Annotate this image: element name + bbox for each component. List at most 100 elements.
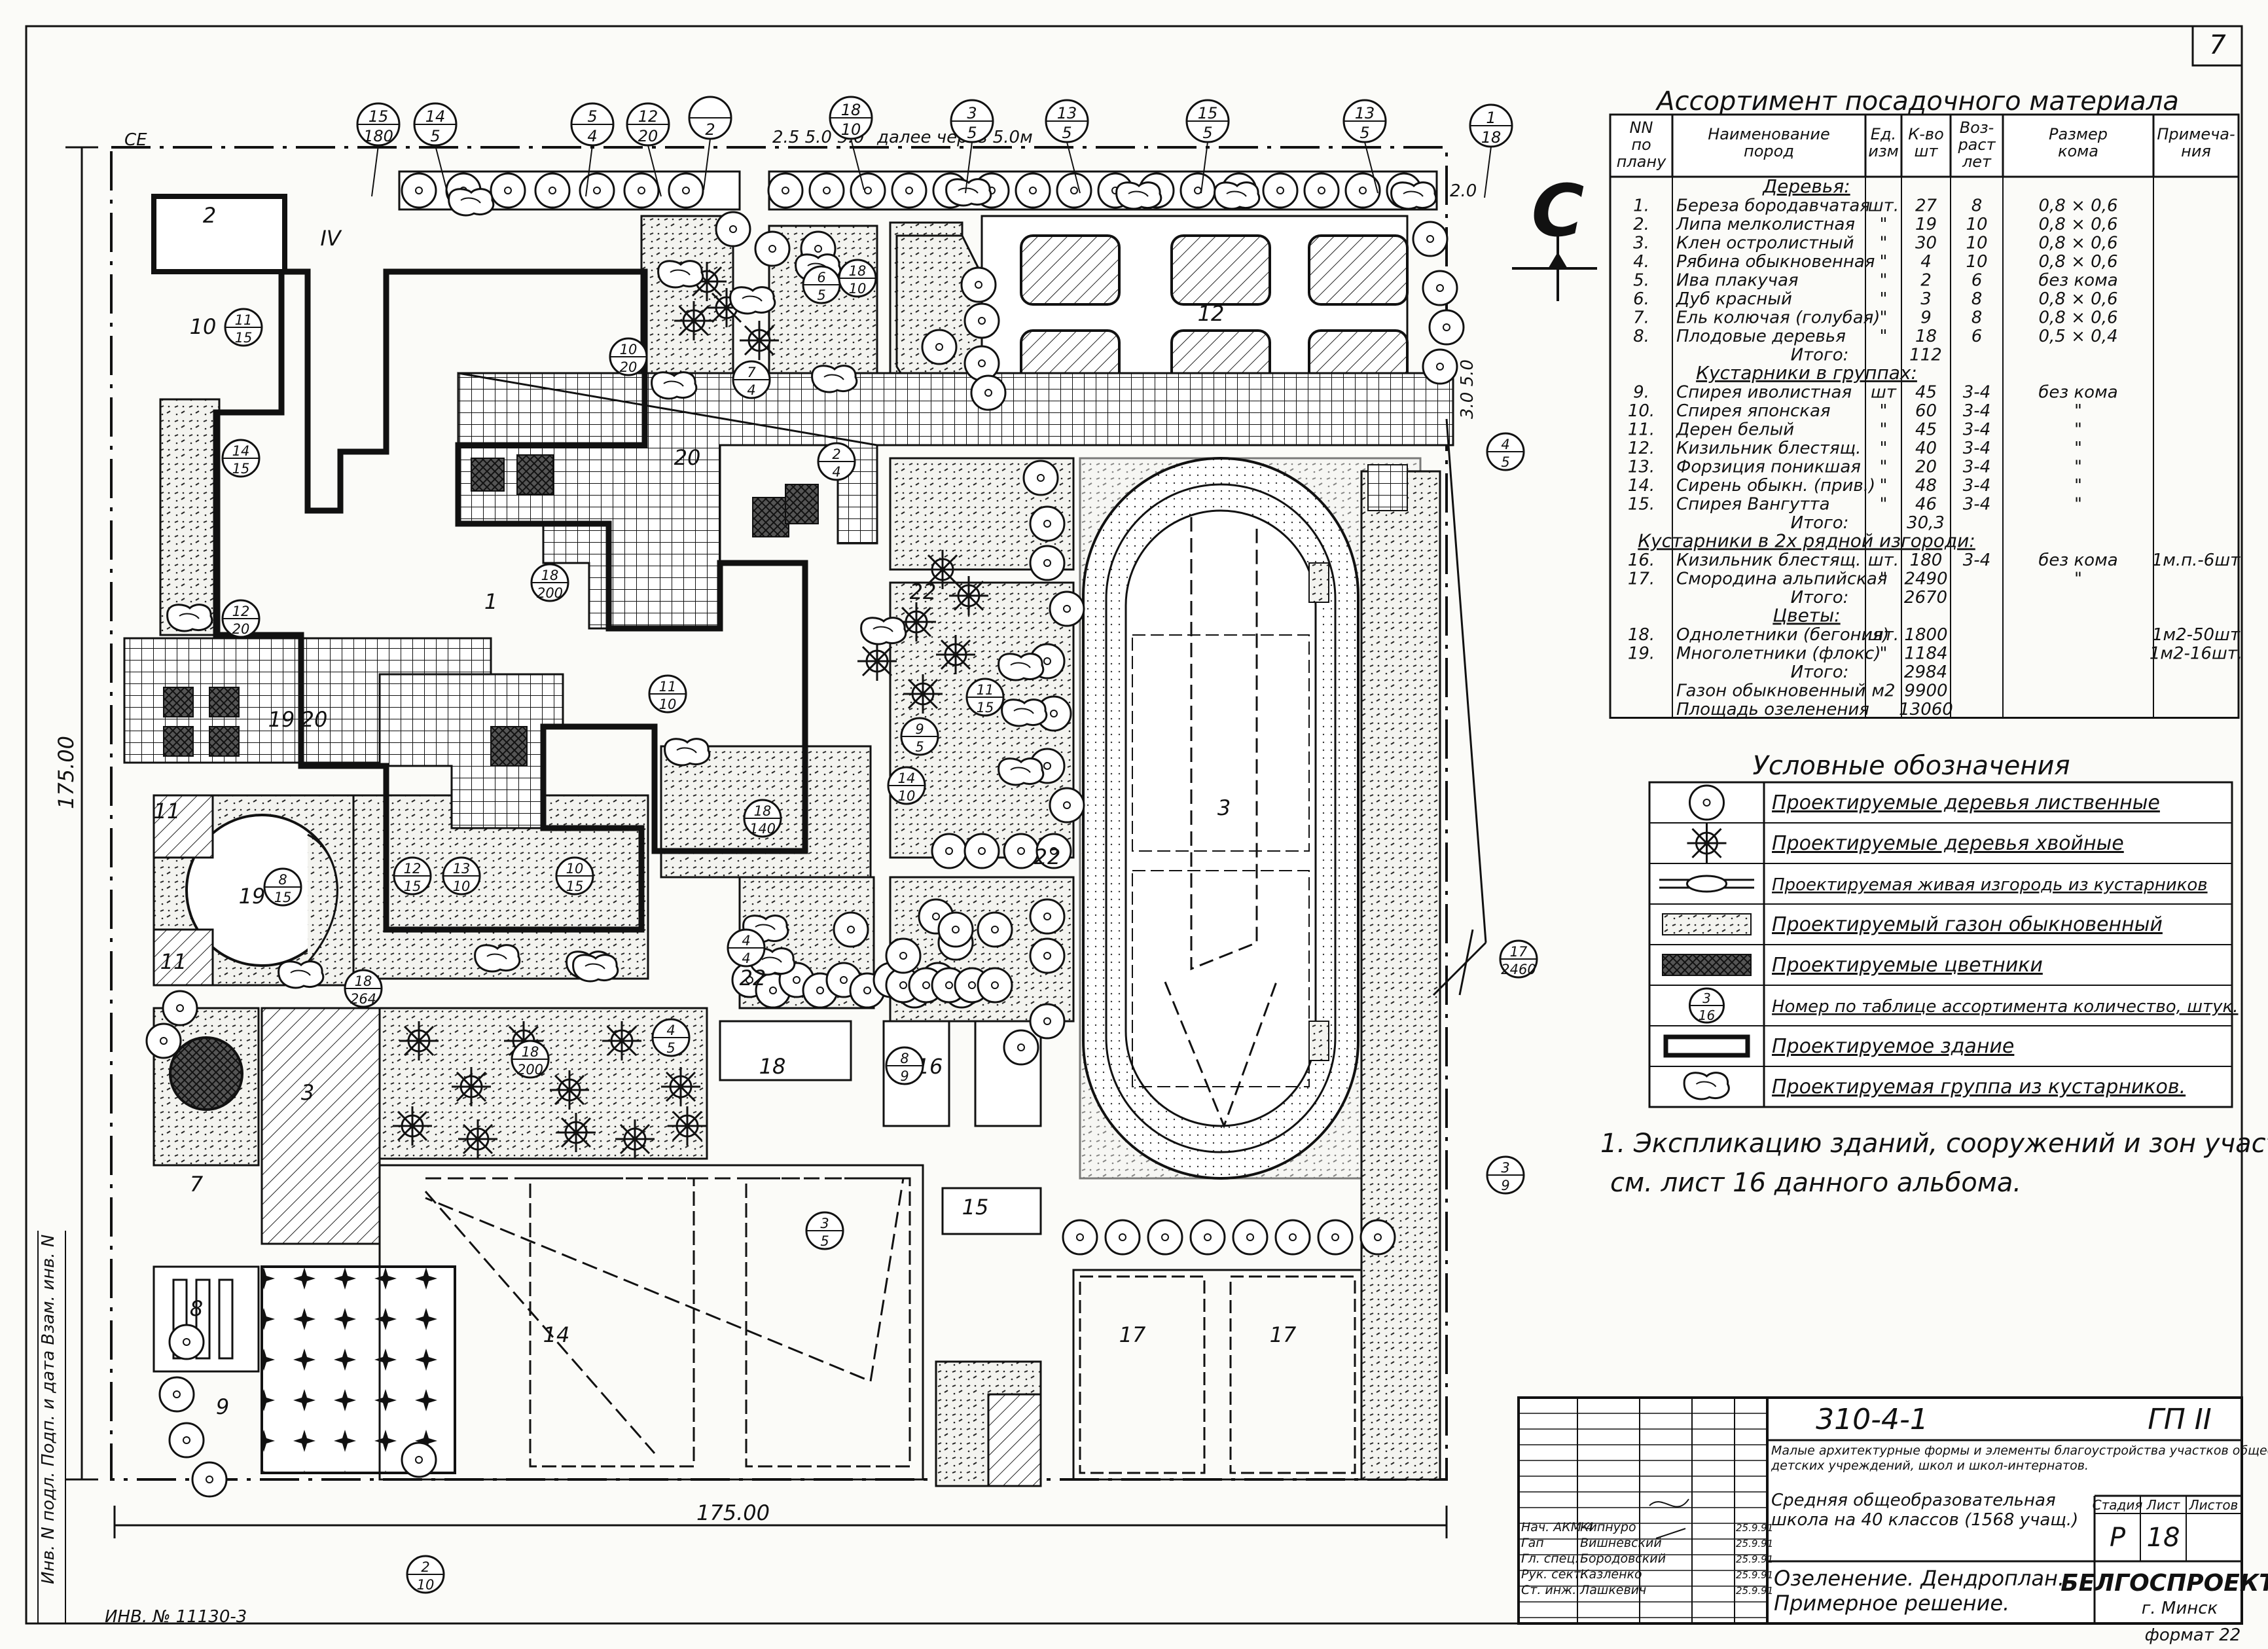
- table-cell: шт.: [1868, 625, 1899, 645]
- deciduous-tree: [931, 833, 967, 869]
- paved-walkways: [123, 372, 1454, 829]
- deciduous-tree: [963, 345, 1000, 382]
- top-callout: 155: [1185, 99, 1230, 143]
- hedge-shrub: [1015, 172, 1051, 209]
- description-line: детских учреждений, школ и школ-интернат…: [1771, 1459, 2089, 1473]
- drawing-title-line: Озеленение. Дендроплан.: [1774, 1566, 2064, 1591]
- section-total-label: Итого:: [1791, 662, 1849, 682]
- hedge-shrub: [1303, 172, 1340, 209]
- zone-label: 11: [154, 799, 181, 824]
- top-callout: 145: [413, 102, 458, 147]
- hatched-area-3: [261, 1007, 381, 1245]
- table-cell: 16.: [1628, 551, 1655, 570]
- section-total-label: Итого:: [1791, 346, 1849, 365]
- table-cell: 0,8 × 0,6: [2038, 289, 2117, 309]
- callout-leader: [850, 138, 865, 190]
- callout-leader: [371, 145, 379, 197]
- callout-number: 7: [747, 365, 756, 380]
- table-cell: без кома: [2038, 551, 2117, 570]
- zone-label: 11: [160, 949, 187, 974]
- legend-text: Проектируемые деревья хвойные: [1772, 832, 2124, 855]
- callout-number: 10: [566, 861, 584, 877]
- column-header: Размер: [2049, 125, 2108, 143]
- table-cell: Ива плакучая: [1676, 271, 1799, 291]
- table-cell: 5.: [1633, 271, 1649, 291]
- deciduous-tree: [833, 911, 869, 948]
- conifer-tree: [666, 1105, 708, 1147]
- description-line: Малые архитектурные формы и элементы бла…: [1771, 1443, 2268, 1458]
- role-label: Гап: [1521, 1536, 1544, 1550]
- shrub-group: [860, 617, 907, 645]
- table-cell: 9: [1920, 308, 1932, 328]
- table-cell: Плодовые деревья: [1676, 327, 1846, 346]
- callout-leader: [965, 141, 973, 194]
- organization-name: БЕЛГОСПРОЕКТ: [2061, 1570, 2268, 1597]
- column-header: лет: [1962, 153, 1992, 171]
- deciduous-tree: [885, 937, 922, 974]
- role-date: 25.9.91: [1736, 1553, 1773, 1565]
- top-callout: 135: [1342, 99, 1387, 143]
- callout-quantity: 9: [900, 1068, 909, 1084]
- column-header: NN: [1630, 118, 1653, 137]
- top-callout: 2: [688, 96, 732, 140]
- table-cell: Кизильник блестящ.: [1676, 551, 1861, 570]
- table-cell: ": [1880, 476, 1888, 496]
- dimension-width-label: 175.00: [696, 1500, 770, 1525]
- callout-quantity: 5: [430, 127, 440, 145]
- deciduous-tree: [1317, 1219, 1354, 1256]
- courts-17: [1072, 1269, 1363, 1481]
- table-cell: 17.: [1628, 570, 1655, 589]
- callout-number: 12: [404, 861, 422, 877]
- table-cell: Кизильник блестящ.: [1676, 439, 1861, 458]
- north-arrow-icon: [1512, 236, 1597, 301]
- deciduous-tree: [1049, 590, 1085, 627]
- table-cell: 180: [1910, 551, 1943, 570]
- tree-deciduous-icon: [1689, 784, 1725, 821]
- callout-number: 2: [832, 446, 840, 462]
- table-cell: ": [2074, 420, 2082, 440]
- plan-callout: 45: [1486, 432, 1525, 471]
- shrub-group: [166, 604, 213, 632]
- zone-label: 9: [216, 1394, 229, 1419]
- legend-text: Номер по таблице ассортимента количество…: [1772, 997, 2239, 1017]
- sheet-frame: [25, 25, 2243, 1625]
- plan-callout: 74: [732, 360, 771, 399]
- role-date: 25.9.91: [1736, 1569, 1773, 1581]
- zone-label: 22: [1034, 844, 1061, 869]
- shrub-group: [998, 653, 1045, 681]
- hedge-shrub: [534, 172, 571, 209]
- hedge-shrub: [490, 172, 526, 209]
- table-cell: 45: [1915, 383, 1937, 403]
- callout-number: 8: [900, 1051, 909, 1066]
- callout-number: 11: [977, 682, 994, 698]
- plan-callout: 35: [805, 1211, 844, 1250]
- hedge-shrub: [1179, 172, 1216, 209]
- callout-number: 14: [898, 770, 916, 786]
- zone-label: 2: [203, 203, 216, 228]
- plan-callout: 24: [817, 442, 856, 481]
- table-cell: 3-4: [1963, 495, 1990, 515]
- table-cell: 0,8 × 0,6: [2038, 252, 2117, 272]
- hedge-shrub: [623, 172, 660, 209]
- shrub-group: [1214, 181, 1261, 210]
- assortment-table: Ассортимент посадочного материалаNNпопла…: [1609, 86, 2242, 719]
- table-cell: 1м2-16шт.: [2150, 644, 2242, 664]
- sheet-value: 18: [2147, 1523, 2180, 1553]
- deciduous-tree: [1428, 309, 1465, 346]
- deciduous-tree: [1022, 460, 1059, 496]
- deciduous-tree: [168, 1324, 205, 1360]
- deciduous-tree: [963, 833, 1000, 869]
- table-cell: 6: [1971, 271, 1983, 291]
- deciduous-tree: [1232, 1219, 1269, 1256]
- callout-number: 11: [659, 679, 677, 695]
- table-cell: 8: [1971, 289, 1983, 309]
- dimension-height-label: 175.00: [54, 736, 79, 809]
- table-cell: Спирея иволистная: [1676, 383, 1852, 403]
- table-cell: 10: [1966, 234, 1987, 253]
